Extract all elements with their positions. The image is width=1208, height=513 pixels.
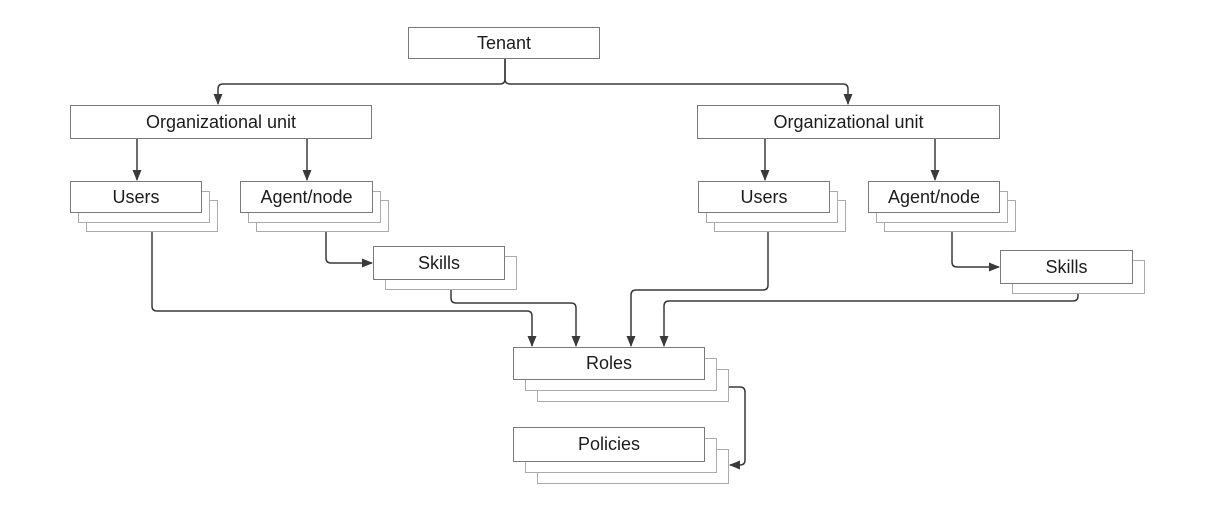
roles-label: Roles: [585, 353, 633, 373]
skills-left-node: Skills: [373, 246, 505, 280]
users-left-node: Users: [70, 181, 202, 213]
edge-tenant-to-org-unit-left: [213, 59, 506, 105]
edge-skills-right-to-roles: [659, 294, 1079, 347]
skills-right-node: Skills: [1000, 250, 1133, 284]
edge-agent-node-right-to-skills-right: [951, 232, 1000, 272]
org-unit-right-label: Organizational unit: [773, 111, 924, 132]
policies-label: Policies: [577, 434, 641, 454]
tenant-label: Tenant: [476, 32, 532, 53]
org-unit-right-node: Organizational unit: [697, 105, 1000, 139]
roles-node: Roles: [513, 347, 705, 380]
org-unit-left-label: Organizational unit: [145, 111, 297, 132]
policies-node: Policies: [513, 427, 705, 462]
users-right-node: Users: [698, 181, 830, 213]
skills-right-label: Skills: [1045, 256, 1088, 277]
edge-roles-to-policies: [729, 386, 746, 470]
agent-node-left-node: Agent/node: [240, 181, 373, 213]
tenant-node: Tenant: [408, 27, 600, 59]
edge-tenant-to-org-unit-right: [504, 59, 853, 105]
agent-node-left-label: Agent/node: [260, 186, 353, 207]
users-left-label: Users: [112, 186, 160, 207]
users-right-label: Users: [740, 186, 788, 207]
agent-node-right-node: Agent/node: [868, 181, 1000, 213]
skills-left-label: Skills: [417, 252, 460, 273]
edge-agent-node-left-to-skills-left: [325, 232, 373, 268]
org-unit-left-node: Organizational unit: [70, 105, 372, 139]
agent-node-right-label: Agent/node: [887, 186, 981, 207]
edge-users-right-to-roles: [626, 232, 769, 347]
edge-skills-left-to-roles: [450, 290, 581, 347]
